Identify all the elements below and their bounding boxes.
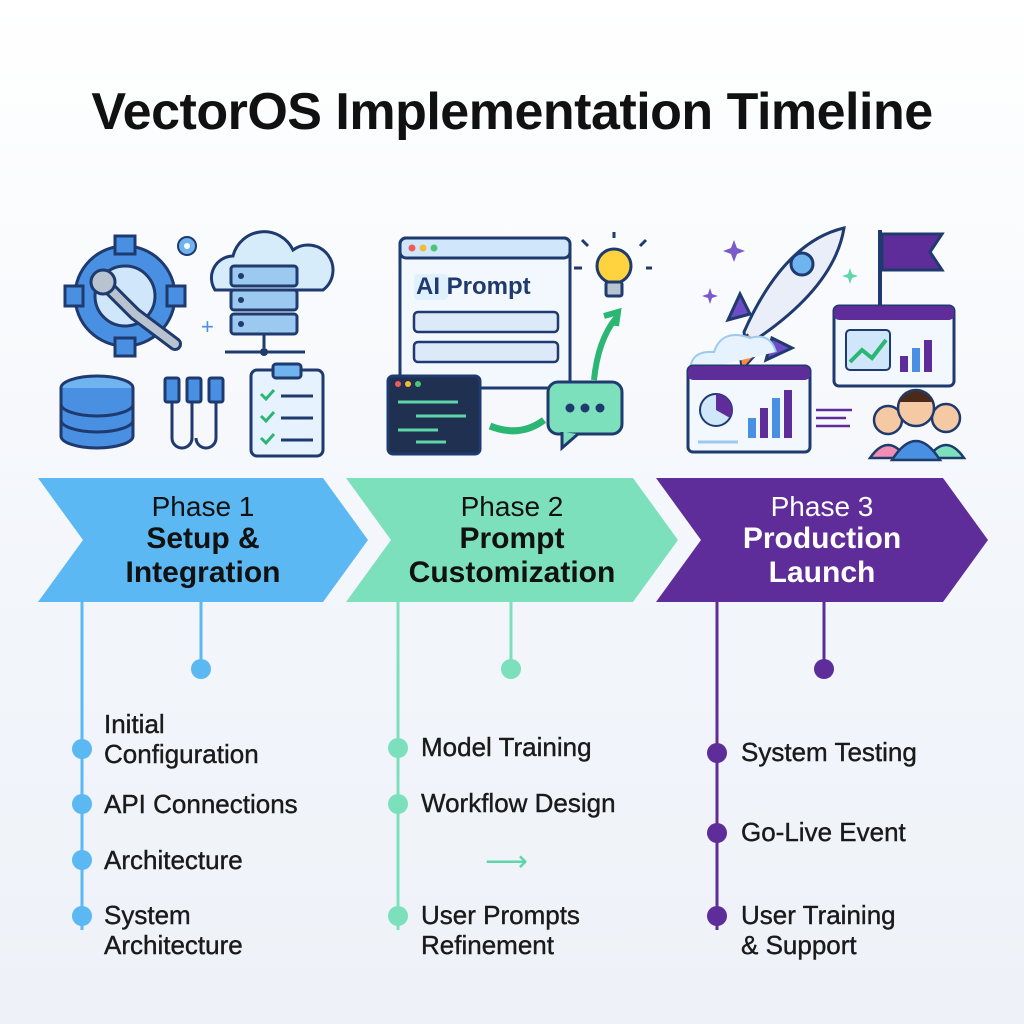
phase2-chevron [346,478,678,602]
item-line: Go-Live Event [741,817,906,847]
phase1-chevron-shape [38,478,368,602]
lightbulb-icon [574,232,652,298]
phase3-banner: Phase 3 Production Launch [656,478,988,602]
phase3-timeline [707,600,834,930]
phase3-illustration [686,226,967,462]
item-line: Configuration [104,738,259,769]
phase1-timeline [72,600,211,930]
item-line: User Prompts [421,900,580,930]
flag-icon [878,230,945,310]
item-line: API Connections [104,789,298,819]
phase1-illustration: + [59,230,335,458]
item-line: Initial [104,709,165,739]
item-line: System [104,900,191,930]
phase2-item-model-training: Model Training [421,732,592,763]
team-people-icon [867,388,967,462]
phase1-number: Phase 1 [151,490,255,522]
ai-prompt-label: AI Prompt [416,273,531,300]
phase3-chevron-shape [656,478,988,602]
phase1-item-architecture: Architecture [104,845,243,876]
phase3-number: Phase 3 [770,490,874,522]
checklist-clipboard-icon [249,362,325,458]
item-line: System Testing [741,737,917,767]
connector-lines-icon [816,408,852,428]
database-icon [59,374,135,450]
phase2-chevron-shape [346,478,678,602]
item-line: Architecture [104,845,243,875]
phase2-timeline [388,600,521,930]
phase3-item-go-live-event: Go-Live Event [741,817,906,848]
up-arrow-icon [591,316,619,381]
dashboard-chart-icon [832,304,956,388]
phase1-item-system-architecture: System Architecture [104,900,243,961]
phase2-name-line1: Prompt [459,522,565,556]
phase3-name-line1: Production [742,522,902,556]
page-title: VectorOS Implementation Timeline [91,83,933,141]
item-line: Workflow Design [421,788,616,818]
analytics-chart-icon [686,364,812,454]
usb-cable-icon [163,376,225,450]
svg-text:+: + [201,314,214,339]
phase3-chevron [656,478,988,602]
phase2-banner: Phase 2 Prompt Customization [346,478,678,602]
item-line: Refinement [421,929,554,960]
gear-wrench-icon [63,234,187,358]
phase1-chevron [38,478,368,602]
phase2-illustration [386,232,652,456]
phase3-name-line2: Launch [768,555,876,589]
flow-arrow-icon [488,417,547,435]
phase1-name-line1: Setup & [146,522,260,556]
phase1-item-api-connections: API Connections [104,789,298,820]
item-line: User Training [741,900,896,930]
phase2-number: Phase 2 [460,490,564,522]
chat-bubble-icon [546,380,624,452]
timeline-connectors [72,600,834,930]
item-line: Architecture [104,929,243,960]
right-arrow-icon: ⟶ [485,845,529,878]
item-line: Model Training [421,732,592,762]
item-line: & Support [741,929,857,960]
phase2-name-line2: Customization [408,555,616,589]
phase1-banner: Phase 1 Setup & Integration [38,478,368,602]
code-editor-icon [386,374,482,456]
ai-prompt-window-icon [398,236,572,390]
cloud-server-icon [209,230,335,356]
phase3-item-system-testing: System Testing [741,737,917,768]
phase1-name-line2: Integration [125,555,281,589]
phase2-item-user-prompts-refinement: User Prompts Refinement [421,900,580,961]
phase3-item-user-training-support: User Training & Support [741,900,896,961]
phase1-item-initial-configuration: Initial Configuration [104,709,259,770]
small-gear-icon [177,236,197,256]
phase2-item-workflow-design: Workflow Design [421,788,616,819]
